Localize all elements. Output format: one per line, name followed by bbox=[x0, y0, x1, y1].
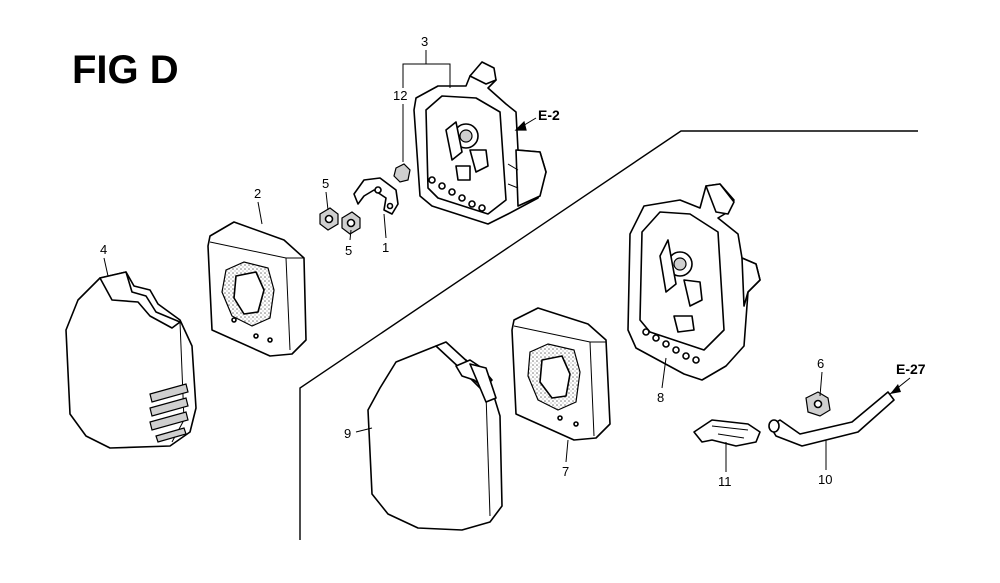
assembly-divider-line bbox=[299, 130, 918, 540]
callout-8: 8 bbox=[657, 390, 664, 405]
part-4-air-cleaner-cover bbox=[65, 271, 197, 449]
ref-e27: E-27 bbox=[896, 361, 926, 377]
part-12-grommet bbox=[393, 163, 411, 183]
part-10-breather-tube bbox=[768, 391, 895, 447]
part-2-filter-element bbox=[207, 221, 307, 357]
part-9-air-cleaner-cover bbox=[367, 341, 503, 531]
callout-1: 1 bbox=[382, 240, 389, 255]
figure-title: FIG D bbox=[72, 48, 179, 92]
part-5-nut-upper bbox=[319, 207, 339, 231]
callout-7: 7 bbox=[562, 464, 569, 479]
part-3-air-cleaner-case bbox=[413, 61, 547, 225]
callout-2: 2 bbox=[254, 186, 261, 201]
part-1-bracket bbox=[353, 177, 399, 215]
callout-3: 3 bbox=[421, 34, 428, 49]
ref-e2: E-2 bbox=[538, 107, 560, 123]
callout-9: 9 bbox=[344, 426, 351, 441]
callout-11: 11 bbox=[718, 474, 732, 489]
callout-5-lower: 5 bbox=[345, 243, 352, 258]
callout-6: 6 bbox=[817, 356, 824, 371]
part-7-filter-element bbox=[511, 307, 611, 441]
leader-lines bbox=[103, 50, 911, 472]
callout-4: 4 bbox=[100, 242, 107, 257]
callout-10: 10 bbox=[818, 472, 832, 487]
callout-12: 12 bbox=[393, 88, 407, 103]
part-8-air-cleaner-case bbox=[627, 183, 761, 381]
part-5-nut-lower bbox=[341, 211, 361, 235]
part-11-clip bbox=[693, 419, 761, 447]
part-8-drain-holes bbox=[642, 328, 700, 364]
part-3-drain-holes bbox=[428, 176, 486, 212]
part-6-clamp bbox=[805, 391, 831, 417]
callout-5-upper: 5 bbox=[322, 176, 329, 191]
